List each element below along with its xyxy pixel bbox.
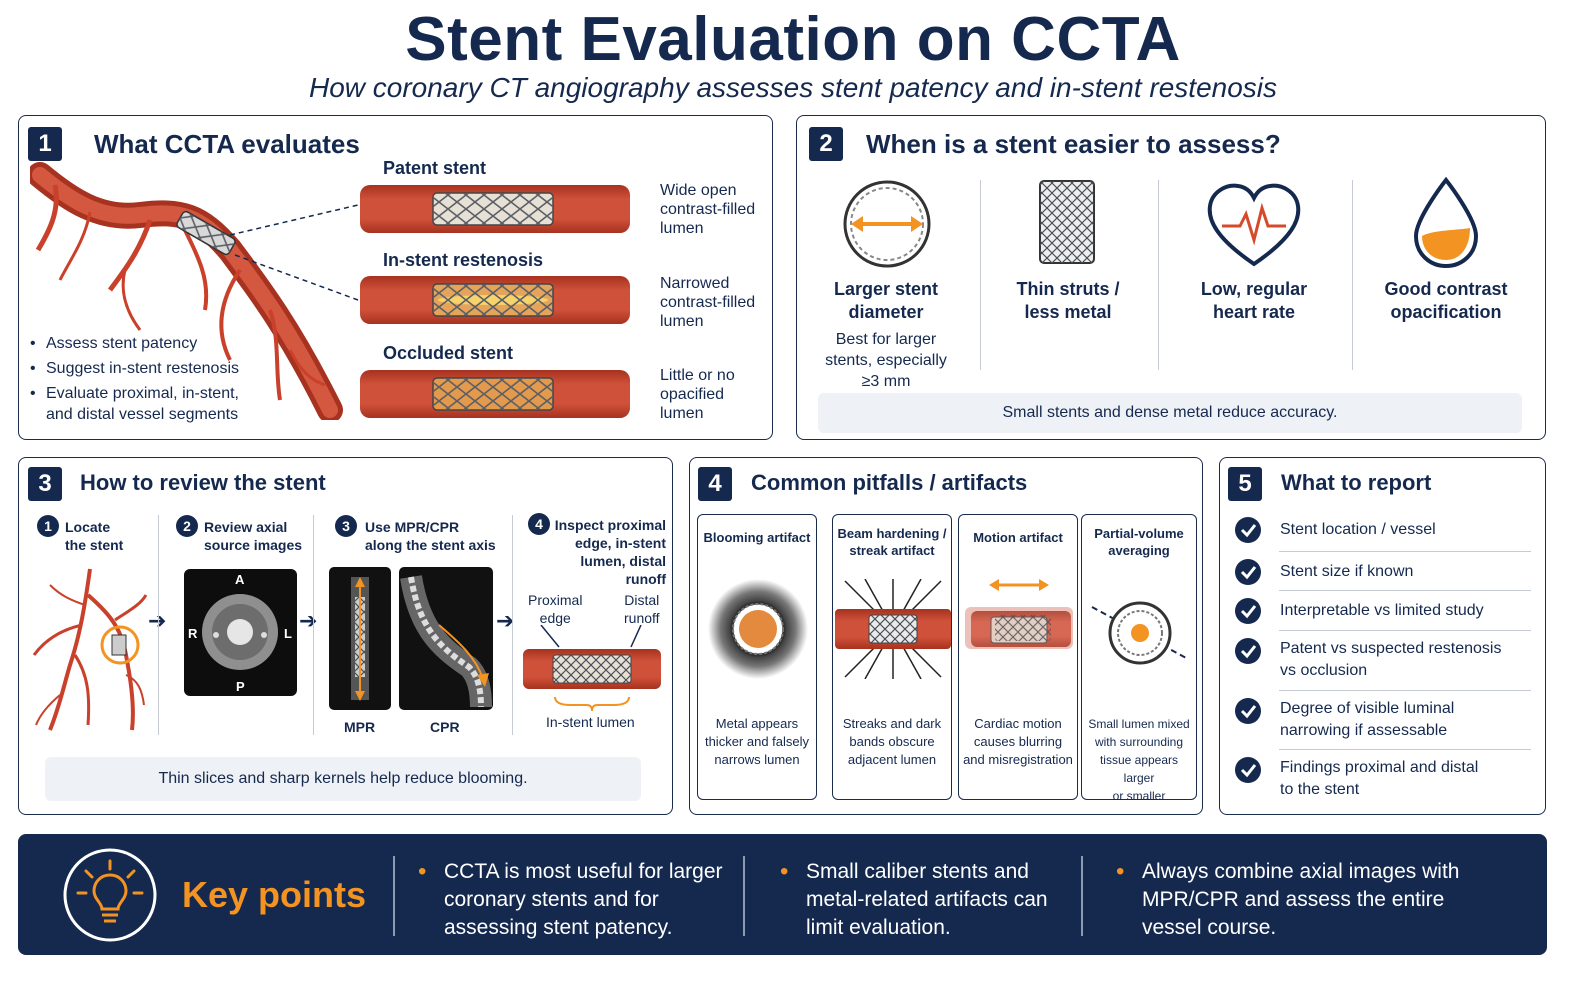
patent-stent-desc-1: Wide open	[660, 182, 737, 199]
axial-label-r: R	[188, 626, 198, 641]
step-4-number: 4	[528, 513, 550, 535]
occluded-desc-1: Little or no	[660, 367, 735, 384]
panel-1-number: 1	[28, 127, 62, 161]
pitfall-beam-hardening: Beam hardening /streak artifact Streaks …	[832, 514, 952, 800]
panel-5-title: What to report	[1281, 470, 1432, 495]
panel-4-title: Common pitfalls / artifacts	[751, 470, 1028, 495]
page-subtitle: How coronary CT angiography assesses ste…	[308, 72, 1278, 103]
check-icon	[1235, 598, 1261, 624]
axial-ct-image	[184, 569, 297, 696]
restenosis-desc-1: Narrowed	[660, 275, 730, 292]
check-icon	[1235, 517, 1261, 543]
mpr-label: MPR	[344, 719, 376, 735]
key-point-3: Always combine axial images withMPR/CPR …	[1116, 858, 1459, 942]
panel-3-number: 3	[28, 467, 62, 501]
panel-when-easier-to-assess	[796, 115, 1546, 440]
stent-segment-diagram	[523, 625, 661, 712]
step-1-number: 1	[37, 515, 59, 537]
panel-2-title: When is a stent easier to assess?	[866, 129, 1281, 159]
stent-mesh-icon	[1039, 180, 1095, 264]
panel-2-number: 2	[809, 127, 843, 161]
cpr-label: CPR	[430, 719, 460, 735]
panel-1-bullets: Assess stent patency Suggest in-stent re…	[30, 333, 270, 425]
heart-rate-icon	[1207, 183, 1301, 267]
panel-1-title: What CCTA evaluates	[94, 129, 360, 159]
step-3-number: 3	[335, 515, 357, 537]
panel-5-number: 5	[1228, 467, 1262, 501]
patent-stent-desc-3: lumen	[660, 220, 704, 237]
patent-stent-label: Patent stent	[383, 158, 487, 178]
step-2-number: 2	[176, 515, 198, 537]
partial-volume-icon	[1091, 601, 1189, 665]
motion-artifact-icon	[965, 579, 1073, 649]
blooming-icon	[708, 579, 808, 679]
arrow-icon: ➔	[299, 608, 318, 633]
patent-stent-vessel	[360, 185, 630, 233]
bullet-restenosis: Suggest in-stent restenosis	[30, 358, 270, 379]
streak-artifact-icon	[835, 579, 951, 679]
mpr-image	[329, 567, 391, 710]
thin-struts-label: Thin struts /less metal	[1016, 279, 1120, 322]
occluded-stent-label: Occluded stent	[383, 343, 514, 363]
check-icon	[1235, 757, 1261, 783]
axial-label-l: L	[284, 626, 292, 641]
check-icon	[1235, 698, 1261, 724]
panel-2-note: Small stents and dense metal reduce accu…	[818, 393, 1522, 433]
panel-3-title: How to review the stent	[80, 470, 326, 495]
restenosis-desc-3: lumen	[660, 313, 704, 330]
restenosis-desc-2: contrast-filled	[660, 294, 756, 311]
panel-3-note: Thin slices and sharp kernels help reduc…	[45, 757, 641, 801]
restenosis-stent-vessel	[360, 276, 630, 324]
arrow-icon: ➔	[148, 608, 166, 634]
axial-label-p: P	[236, 679, 245, 694]
check-icon	[1235, 638, 1261, 664]
cpr-image	[399, 567, 493, 710]
page-title: Stent Evaluation on CCTA	[405, 5, 1181, 74]
occluded-stent-vessel	[360, 370, 630, 418]
patent-stent-desc-2: contrast-filled	[660, 201, 756, 218]
panel-4-number: 4	[698, 467, 732, 501]
key-points-title: Key points	[182, 874, 367, 915]
occluded-desc-3: lumen	[660, 405, 704, 422]
coronary-tree-icon	[32, 568, 148, 731]
arrow-icon: ➔	[496, 608, 515, 633]
bullet-evaluate-segments: Evaluate proximal, in-stent,and distal v…	[30, 383, 270, 425]
axial-label-a: A	[235, 572, 245, 587]
diameter-icon	[843, 180, 931, 268]
lightbulb-icon	[63, 848, 157, 942]
contrast-drop-icon	[1413, 176, 1479, 269]
occluded-desc-2: opacified	[660, 386, 725, 403]
panel-what-to-report	[1219, 457, 1546, 815]
in-stent-lumen-label: In-stent lumen	[546, 714, 635, 730]
restenosis-label: In-stent restenosis	[383, 250, 544, 270]
check-icon	[1235, 559, 1261, 585]
bullet-assess-patency: Assess stent patency	[30, 333, 270, 354]
